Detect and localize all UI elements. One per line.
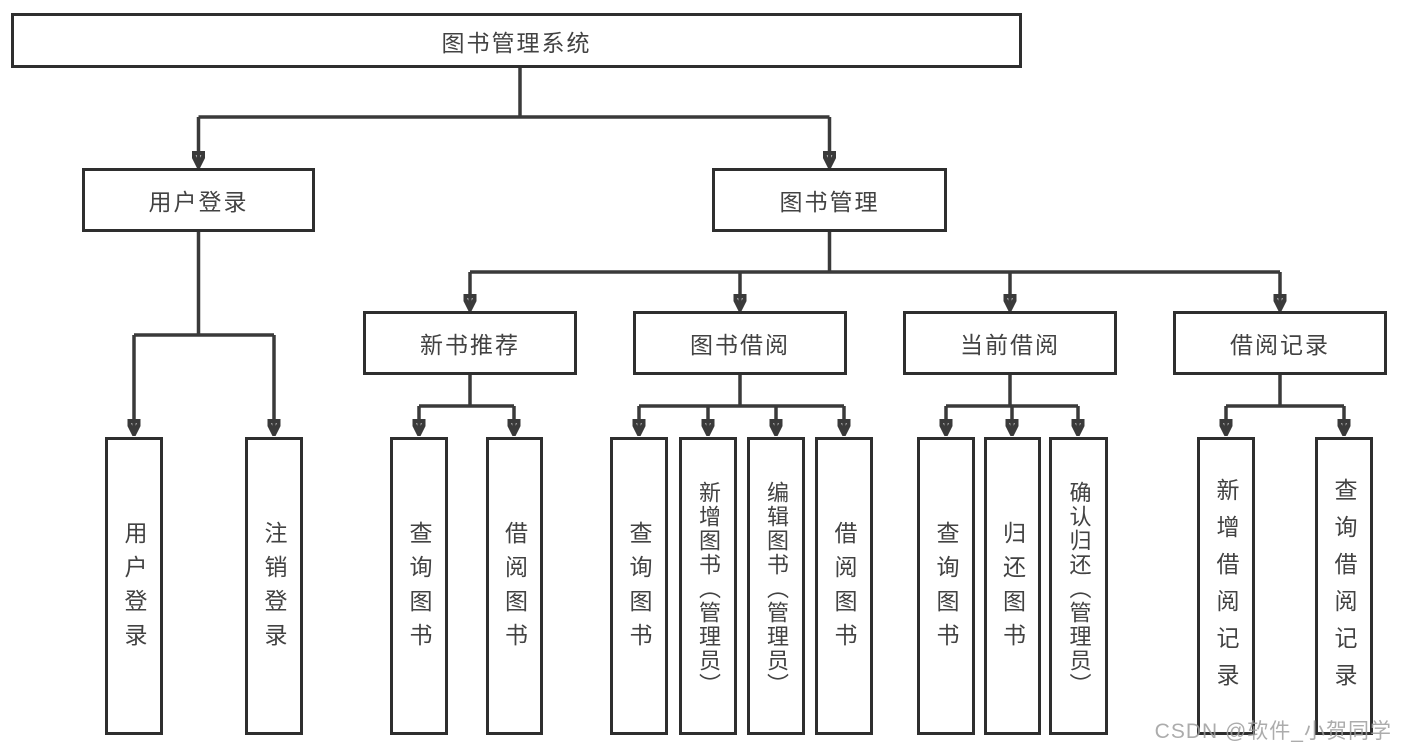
leaf-borrow-borrow-books: 借阅图书 [815,437,873,735]
leaf-current-confirm-return-admin: 确认归还（管理员） [1049,437,1108,735]
leaf-records-query-record: 查询借阅记录 [1315,437,1373,735]
leaf-records-add-record: 新增借阅记录 [1197,437,1255,735]
leaf-user-login: 用户登录 [105,437,163,735]
csdn-watermark: CSDN @软件_小贺同学 [1154,720,1392,743]
leaf-recommend-borrow-books: 借阅图书 [486,437,543,735]
node-book-borrow: 图书借阅 [633,311,847,375]
leaf-current-query-books: 查询图书 [917,437,975,735]
leaf-recommend-query-books: 查询图书 [390,437,448,735]
leaf-current-return-books: 归还图书 [984,437,1041,735]
node-new-book-recommend: 新书推荐 [363,311,577,375]
leaf-logout: 注销登录 [245,437,303,735]
leaf-borrow-edit-books-admin: 编辑图书（管理员） [747,437,805,735]
node-user-login: 用户登录 [82,168,315,232]
node-current-borrow: 当前借阅 [903,311,1117,375]
node-book-management: 图书管理 [712,168,947,232]
leaf-borrow-add-books-admin: 新增图书（管理员） [679,437,737,735]
node-root: 图书管理系统 [11,13,1022,68]
node-borrow-records: 借阅记录 [1173,311,1387,375]
leaf-borrow-query-books: 查询图书 [610,437,668,735]
